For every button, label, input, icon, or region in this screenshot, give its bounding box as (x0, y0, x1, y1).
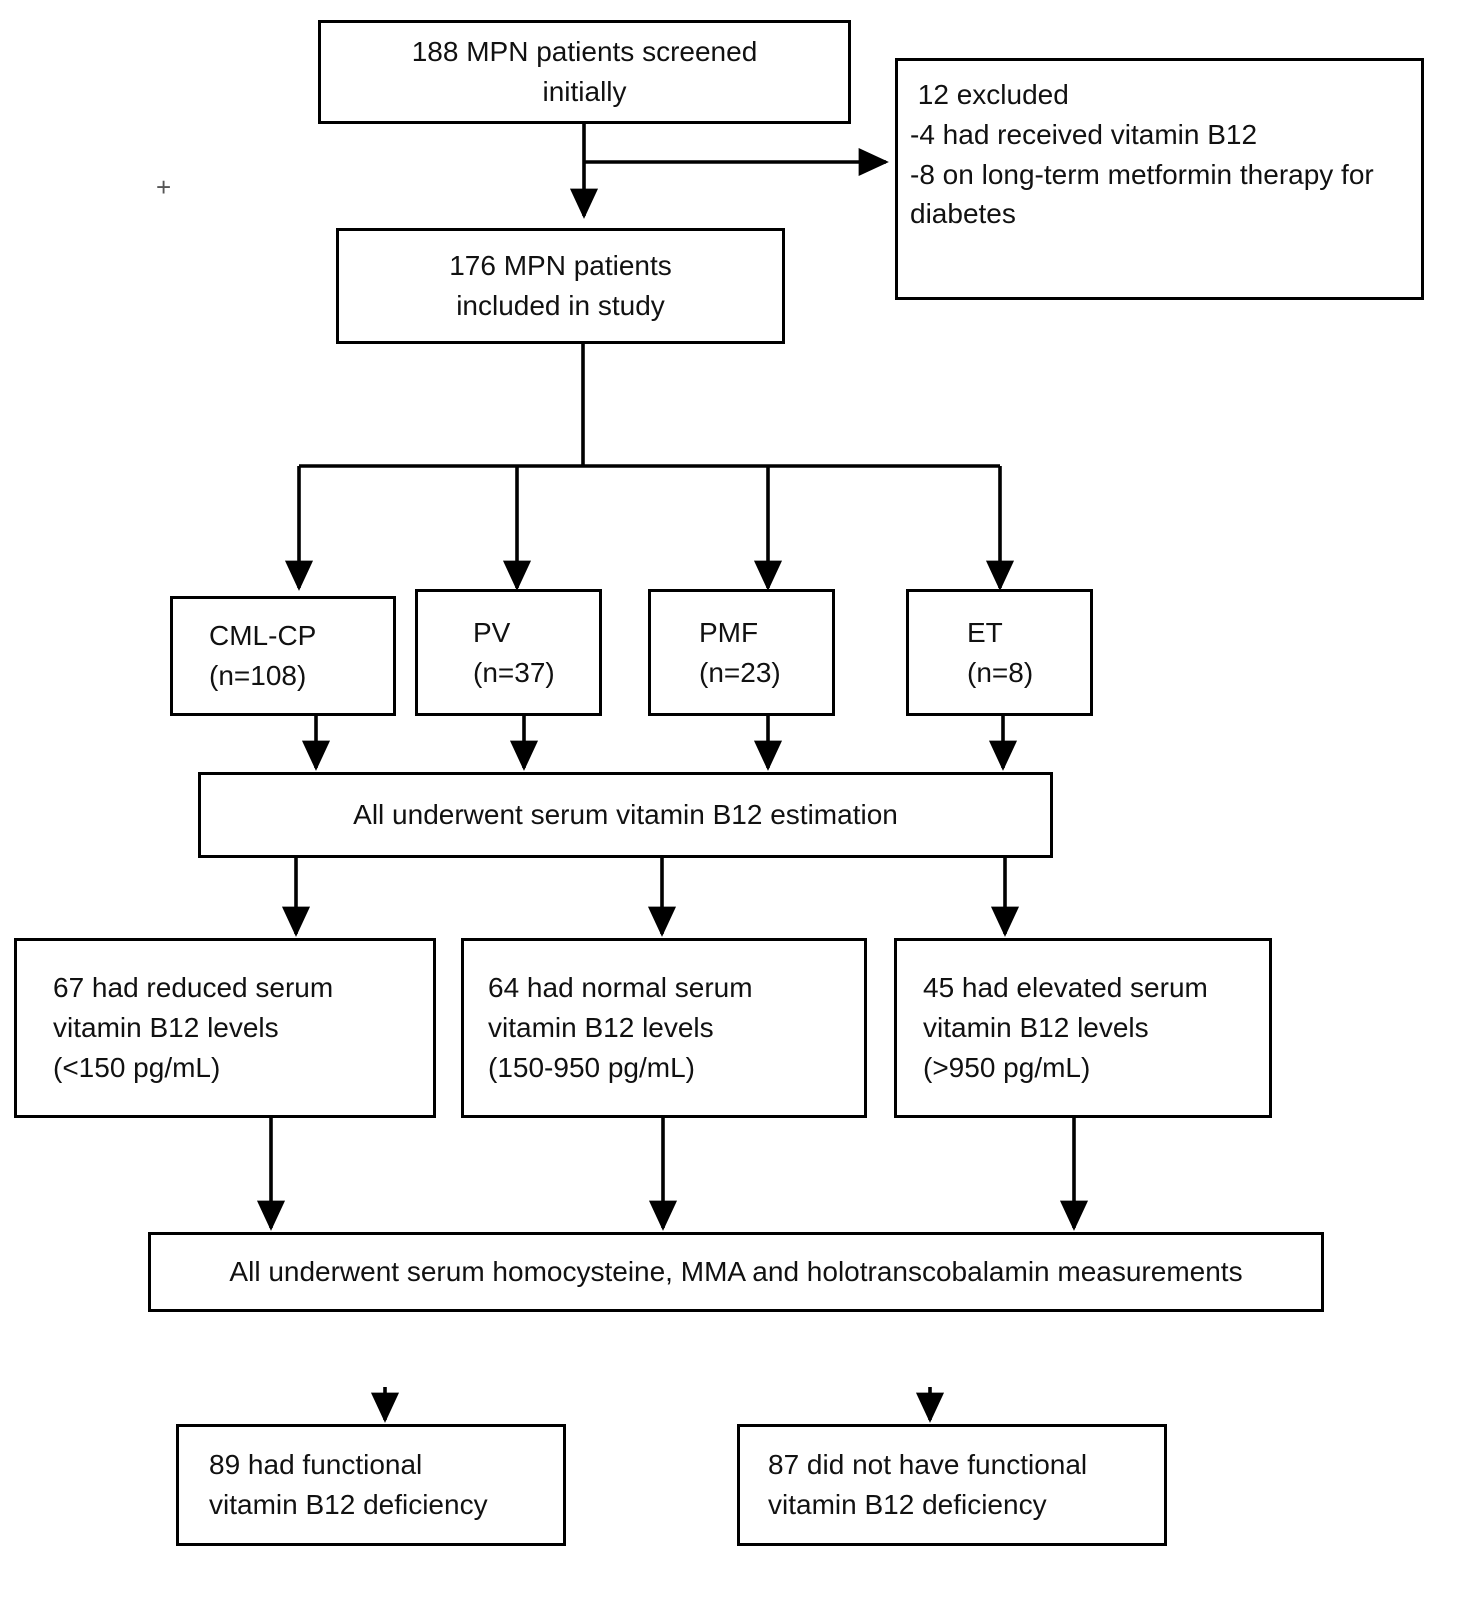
node-excluded: 12 excluded -4 had received vitamin B12 … (895, 58, 1424, 300)
node-excluded-line-4: diabetes (910, 198, 1016, 230)
node-reduced-b12-line-2: vitamin B12 levels (53, 1012, 279, 1044)
node-normal-b12-line-1: 64 had normal serum (488, 972, 753, 1004)
node-b12-estimation: All underwent serum vitamin B12 estimati… (198, 772, 1053, 858)
node-excluded-line-3: -8 on long-term metformin therapy for (910, 158, 1374, 190)
node-elevated-b12-line-1: 45 had elevated serum (923, 972, 1208, 1004)
node-elevated-b12-line-2: vitamin B12 levels (923, 1012, 1149, 1044)
node-excluded-line-1: 12 excluded (910, 79, 1069, 110)
node-cml-cp-line-1: CML-CP (209, 620, 317, 652)
node-screened: 188 MPN patients screened initially (318, 20, 851, 124)
node-excluded-line-2: -4 had received vitamin B12 (910, 118, 1258, 150)
node-functional-deficiency: 89 had functional vitamin B12 deficiency (176, 1424, 566, 1546)
plus-marker-icon: + (156, 172, 172, 202)
node-et-line-1: ET (967, 616, 1003, 648)
node-measurements: All underwent serum homocysteine, MMA an… (148, 1232, 1324, 1312)
node-pmf-line-2: (n=23) (699, 656, 781, 688)
node-functional-deficiency-line-1: 89 had functional (209, 1449, 423, 1481)
node-pv: PV (n=37) (415, 589, 602, 716)
node-reduced-b12-line-3: (<150 pg/mL) (53, 1051, 221, 1083)
node-pv-line-2: (n=37) (473, 656, 555, 688)
node-included-line-1: 176 MPN patients (449, 250, 672, 282)
node-screened-line-2: initially (542, 76, 627, 107)
node-et: ET (n=8) (906, 589, 1093, 716)
node-normal-b12: 64 had normal serum vitamin B12 levels (… (461, 938, 867, 1118)
node-screened-line-1: 188 MPN patients screened (411, 36, 758, 68)
node-no-functional-deficiency-line-1: 87 did not have functional (768, 1449, 1088, 1481)
node-reduced-b12: 67 had reduced serum vitamin B12 levels … (14, 938, 436, 1118)
node-elevated-b12: 45 had elevated serum vitamin B12 levels… (894, 938, 1272, 1118)
node-pv-line-1: PV (473, 616, 511, 648)
node-reduced-b12-line-1: 67 had reduced serum (53, 972, 334, 1004)
node-no-functional-deficiency-line-2: vitamin B12 deficiency (768, 1489, 1047, 1520)
node-included-line-2: included in study (456, 290, 665, 321)
node-normal-b12-line-2: vitamin B12 levels (488, 1012, 714, 1044)
node-cml-cp: CML-CP (n=108) (170, 596, 396, 716)
node-pmf: PMF (n=23) (648, 589, 835, 716)
node-elevated-b12-line-3: (>950 pg/mL) (923, 1051, 1091, 1083)
node-no-functional-deficiency: 87 did not have functional vitamin B12 d… (737, 1424, 1167, 1546)
node-cml-cp-line-2: (n=108) (209, 660, 307, 691)
node-pmf-line-1: PMF (699, 616, 759, 648)
node-measurements-line-1: All underwent serum homocysteine, MMA an… (229, 1256, 1243, 1288)
node-included: 176 MPN patients included in study (336, 228, 785, 344)
node-functional-deficiency-line-2: vitamin B12 deficiency (209, 1489, 488, 1520)
node-b12-estimation-line-1: All underwent serum vitamin B12 estimati… (353, 799, 898, 831)
node-normal-b12-line-3: (150-950 pg/mL) (488, 1051, 696, 1083)
node-et-line-2: (n=8) (967, 656, 1034, 688)
